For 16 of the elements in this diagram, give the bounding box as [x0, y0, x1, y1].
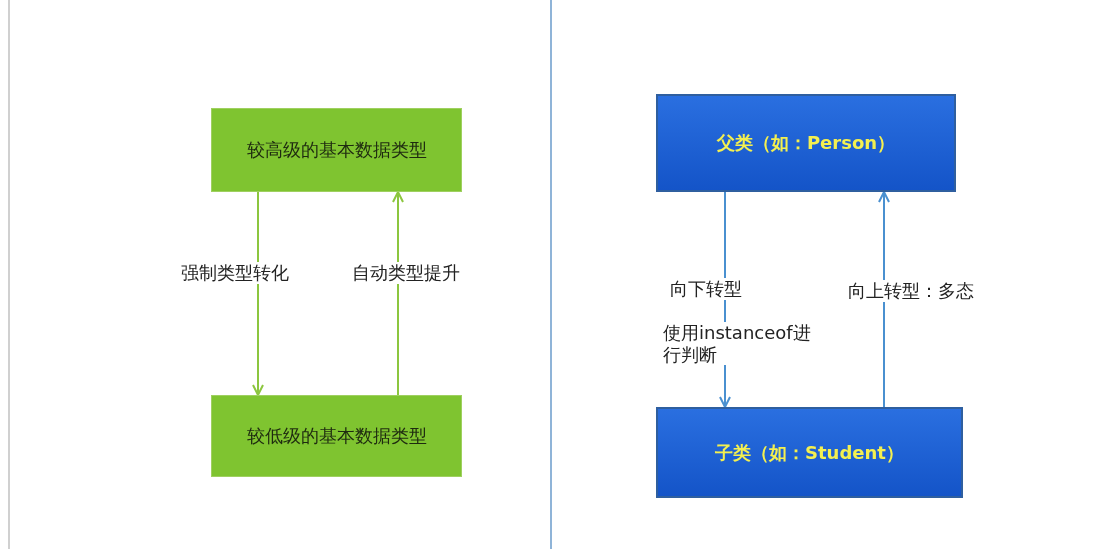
node-label: 父类（如：Person） — [716, 131, 896, 155]
node-label: 子类（如：Student） — [715, 440, 904, 465]
class-box — [656, 94, 956, 192]
node-label: 较低级的基本数据类型 — [246, 424, 427, 448]
edge-label: 强制类型转化 — [181, 262, 289, 284]
type-box — [211, 108, 462, 192]
edge-label: 向下转型 — [670, 278, 742, 300]
edge-label: 向上转型：多态 — [848, 280, 974, 302]
class-box — [656, 407, 963, 498]
edge-label: 自动类型提升 — [352, 262, 460, 284]
note-text: 使用instanceof进行判断 — [663, 322, 813, 366]
arrow — [878, 191, 890, 408]
node-label: 较高级的基本数据类型 — [246, 138, 427, 162]
arrow — [392, 191, 404, 396]
type-box — [211, 395, 462, 477]
arrow — [252, 191, 264, 396]
